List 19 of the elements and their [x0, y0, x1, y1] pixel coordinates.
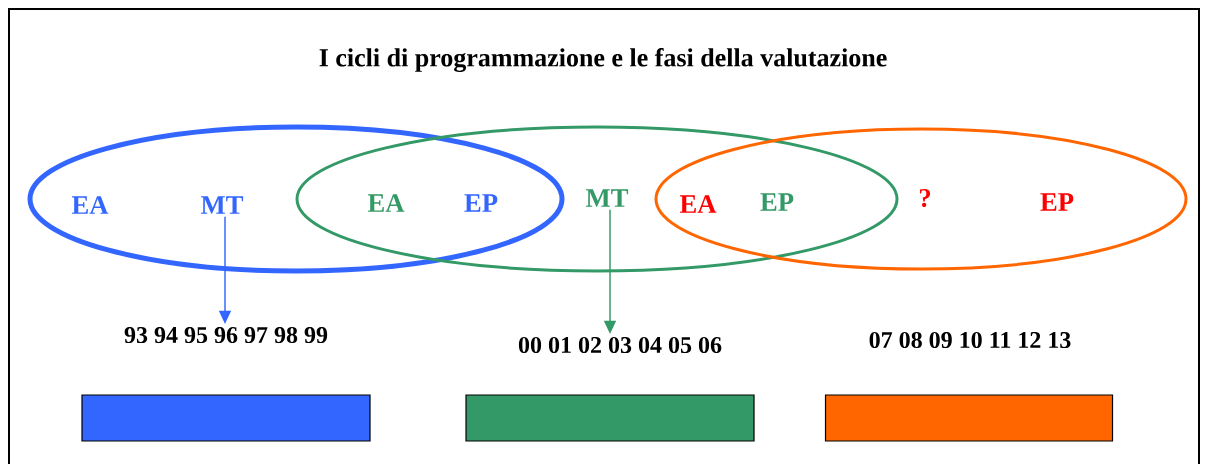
title: I cicli di programmazione e le fasi della valutazione	[319, 48, 887, 72]
phase-label: ?	[919, 189, 931, 207]
period-bar	[824, 394, 1114, 442]
cycle-ellipse	[295, 125, 899, 273]
cycle-ellipse	[654, 127, 1188, 271]
phase-label: EP	[1040, 193, 1074, 211]
phase-label: EA	[367, 194, 405, 212]
phase-label: EP	[464, 194, 498, 212]
year-label: 07 08 09 10 11 12 13	[869, 331, 1071, 349]
phase-label: EA	[679, 195, 717, 213]
phase-label: EP	[760, 193, 794, 211]
phase-label: MT	[586, 189, 629, 207]
period-bar	[465, 394, 755, 442]
phase-label: EA	[71, 196, 109, 214]
cycle-ellipse	[27, 124, 565, 274]
period-bar	[81, 394, 371, 442]
year-label: 93 94 95 96 97 98 99	[124, 326, 328, 344]
year-label: 00 01 02 03 04 05 06	[518, 336, 722, 354]
phase-label: MT	[201, 196, 244, 214]
